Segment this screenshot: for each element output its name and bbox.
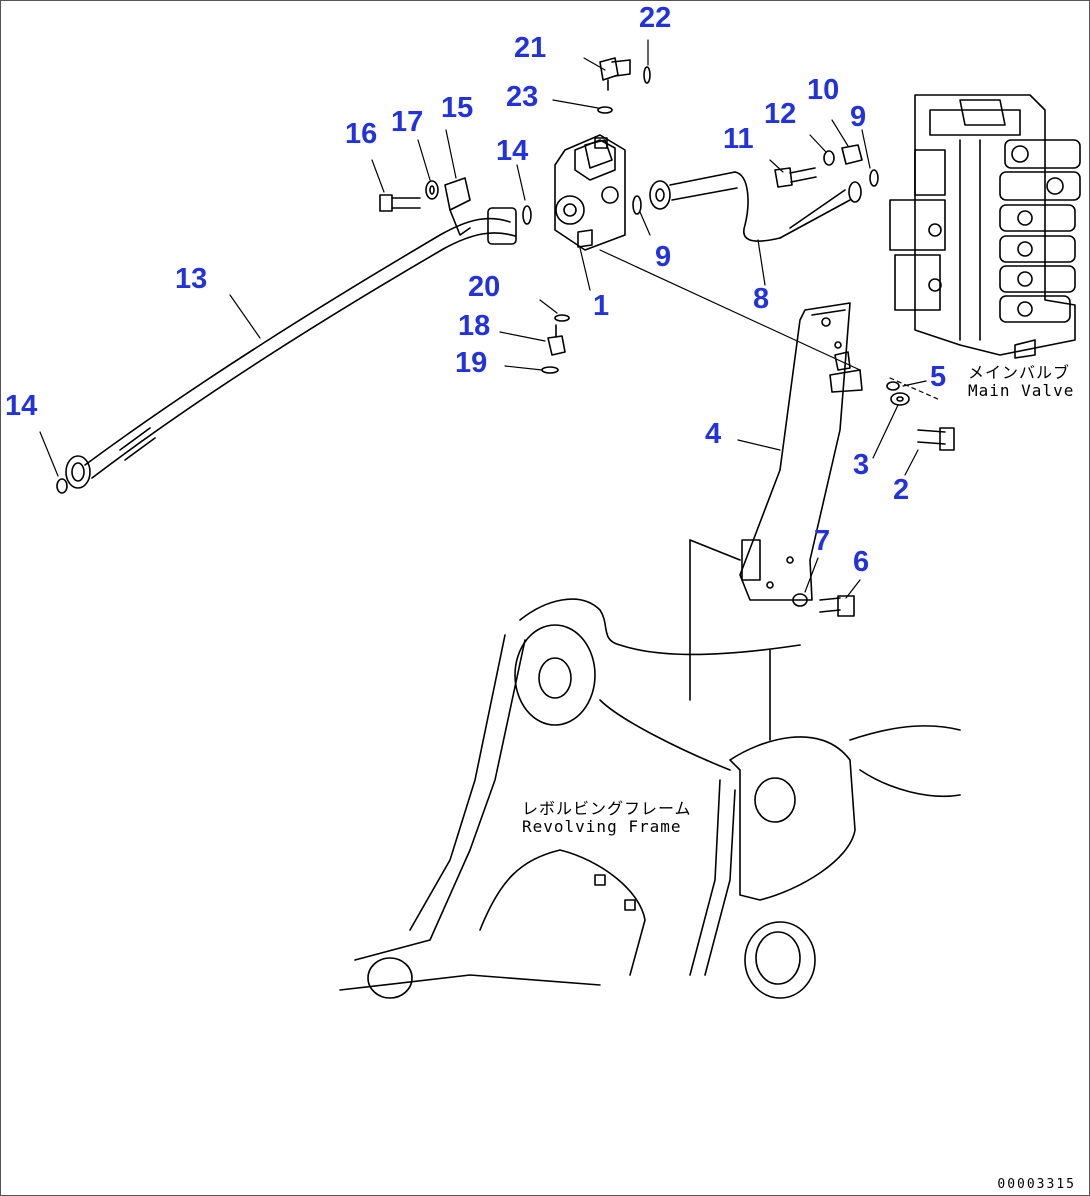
washer-17 <box>425 180 439 200</box>
lower-fittings <box>541 314 570 374</box>
callout-18: 18 <box>458 310 491 342</box>
callout-20: 20 <box>468 271 501 303</box>
callout-11: 11 <box>723 123 754 155</box>
callout-16: 16 <box>345 118 378 150</box>
bolts-2-3-5 <box>886 381 955 451</box>
bolts-6-7 <box>792 593 855 617</box>
flange-clamp <box>444 177 471 236</box>
callout-17: 17 <box>391 106 424 138</box>
drawing-number: 00003315 <box>997 1177 1076 1192</box>
callout-1: 1 <box>593 290 610 322</box>
callout-9-right: 9 <box>850 101 867 133</box>
callout-21: 21 <box>514 32 547 64</box>
hose-8 <box>632 171 862 242</box>
hose-assembly <box>65 207 517 489</box>
callout-2: 2 <box>893 474 910 506</box>
callout-3: 3 <box>853 449 870 481</box>
callout-13: 13 <box>175 263 208 295</box>
main-valve-label: メインバルブ Main Valve <box>968 364 1074 399</box>
elbow-fitting <box>599 57 631 91</box>
revolving-frame-label-jp: レボルビングフレーム <box>522 799 692 818</box>
revolving-frame-label: レボルビングフレーム Revolving Frame <box>522 800 692 835</box>
fittings-right <box>774 144 879 188</box>
callout-14-upper: 14 <box>496 135 529 167</box>
o-ring-14-upper <box>522 205 532 225</box>
bracket <box>739 302 863 601</box>
callout-23: 23 <box>506 81 539 113</box>
callout-10: 10 <box>807 74 840 106</box>
main-valve <box>889 94 1081 359</box>
main-valve-label-jp: メインバルブ <box>968 363 1071 382</box>
o-ring-14-lower <box>56 478 68 494</box>
valve-spool-stack <box>999 139 1081 323</box>
callout-6: 6 <box>853 546 870 578</box>
callout-8: 8 <box>753 283 770 315</box>
callout-15: 15 <box>441 92 474 124</box>
o-ring-9-left <box>632 195 642 215</box>
leader-lines <box>39 39 941 599</box>
main-valve-label-en: Main Valve <box>968 380 1075 400</box>
callout-22: 22 <box>639 2 672 34</box>
callout-4: 4 <box>705 418 722 450</box>
callout-12: 12 <box>764 98 797 130</box>
revolving-frame <box>339 539 961 999</box>
bolt-16 <box>379 194 421 212</box>
callout-5: 5 <box>930 361 947 393</box>
callout-19: 19 <box>455 347 488 379</box>
callout-7: 7 <box>814 525 831 557</box>
callout-9-left: 9 <box>655 241 672 273</box>
revolving-frame-label-en: Revolving Frame <box>522 816 682 836</box>
callout-14-lower: 14 <box>5 390 38 422</box>
valve-assembly <box>554 134 626 251</box>
o-rings-top <box>597 66 651 114</box>
